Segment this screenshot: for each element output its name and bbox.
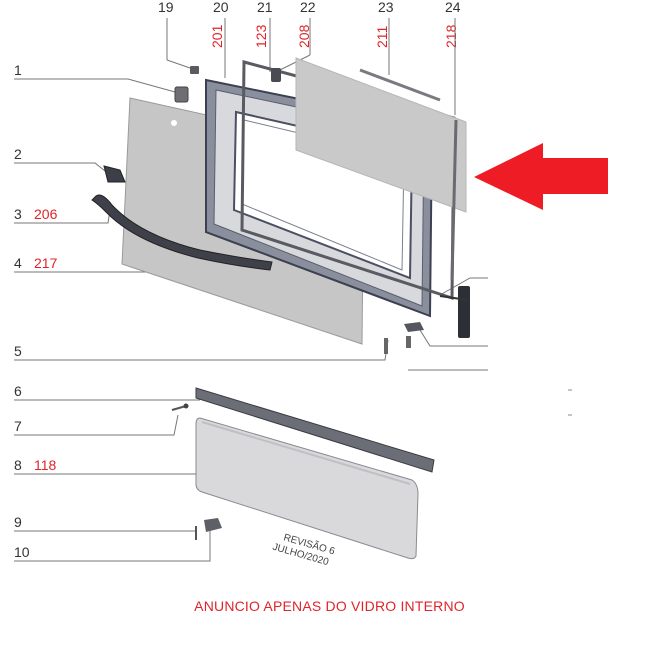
part-2-bracket <box>103 165 126 183</box>
part-6-bar <box>195 387 435 473</box>
inner-glass-panel <box>295 57 467 213</box>
label-2: 2 <box>14 146 22 162</box>
top-leader-lines <box>166 18 456 115</box>
part-7-screw <box>171 403 189 411</box>
part-8-handle-panel <box>195 417 419 560</box>
part-3-trim-strip <box>91 194 273 271</box>
label-19: 19 <box>158 0 174 15</box>
part-1-clip <box>174 86 189 103</box>
label-6: 6 <box>14 383 22 399</box>
label-4: 4 <box>14 255 22 271</box>
code-208: 208 <box>296 24 312 48</box>
label-21: 21 <box>257 0 273 15</box>
revision-stamp: REVISÃO 6 JULHO/2020 <box>271 530 337 568</box>
notice-text: ANUNCIO APENAS DO VIDRO INTERNO <box>194 598 465 614</box>
top-number-labels: 19 20 21 22 23 24 <box>158 0 461 15</box>
part-22-clip <box>271 68 281 82</box>
code-211: 211 <box>374 25 390 48</box>
label-22: 22 <box>300 0 316 15</box>
label-20: 20 <box>213 0 229 15</box>
label-3: 3 <box>14 206 22 222</box>
part-9-10-bracket <box>195 518 222 540</box>
panel-edge <box>201 421 411 485</box>
code-218: 218 <box>443 24 459 48</box>
top-code-labels: 201 123 208 211 218 <box>209 24 459 48</box>
glass-hole <box>171 120 177 126</box>
red-arrow-icon <box>474 143 608 210</box>
label-24: 24 <box>445 0 461 15</box>
code-206: 206 <box>34 206 58 222</box>
label-1: 1 <box>14 62 22 78</box>
left-labels: 1 2 3 206 4 217 5 6 7 8 118 9 10 <box>14 62 58 560</box>
label-9: 9 <box>14 514 22 530</box>
label-23: 23 <box>378 0 394 15</box>
part-23-rod <box>359 68 441 102</box>
part-19-clip <box>190 66 199 74</box>
label-7: 7 <box>14 418 22 434</box>
code-118: 118 <box>34 457 57 473</box>
part-24-seal <box>450 119 458 281</box>
label-10: 10 <box>14 544 30 560</box>
code-123: 123 <box>253 24 269 48</box>
code-201: 201 <box>209 24 225 48</box>
hinge-assembly <box>384 286 470 354</box>
label-5: 5 <box>14 343 22 359</box>
label-8: 8 <box>14 457 22 473</box>
code-217: 217 <box>34 255 58 271</box>
